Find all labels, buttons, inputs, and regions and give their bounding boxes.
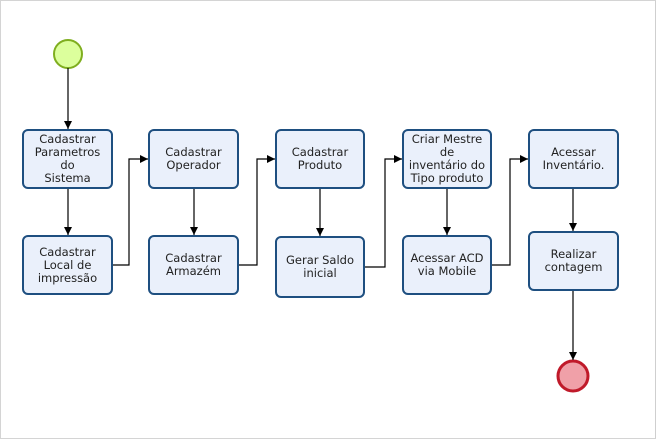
arrow-n8-to-n9	[492, 155, 528, 266]
start-event	[53, 39, 83, 69]
arrow-n2-to-n3	[113, 155, 148, 266]
task-gerar-saldo-inicial[interactable]: Gerar Saldo inicial	[275, 236, 365, 298]
end-event	[556, 359, 590, 393]
task-acessar-acd-mobile[interactable]: Acessar ACD via Mobile	[402, 235, 492, 295]
task-criar-mestre-inventario[interactable]: Criar Mestre de inventário do Tipo produ…	[402, 129, 492, 189]
arrow-n6-to-n7	[365, 155, 402, 268]
task-cadastrar-armazem[interactable]: Cadastrar Armazém	[148, 235, 239, 295]
task-acessar-inventario[interactable]: Acessar Inventário.	[528, 129, 619, 189]
task-cadastrar-local-impressao[interactable]: Cadastrar Local de impressão	[22, 235, 113, 295]
task-cadastrar-produto[interactable]: Cadastrar Produto	[275, 129, 365, 189]
task-cadastrar-parametros[interactable]: Cadastrar Parametros do Sistema	[22, 129, 113, 189]
task-cadastrar-operador[interactable]: Cadastrar Operador	[148, 129, 239, 189]
task-realizar-contagem[interactable]: Realizar contagem	[528, 231, 619, 291]
arrow-n4-to-n5	[239, 155, 275, 266]
